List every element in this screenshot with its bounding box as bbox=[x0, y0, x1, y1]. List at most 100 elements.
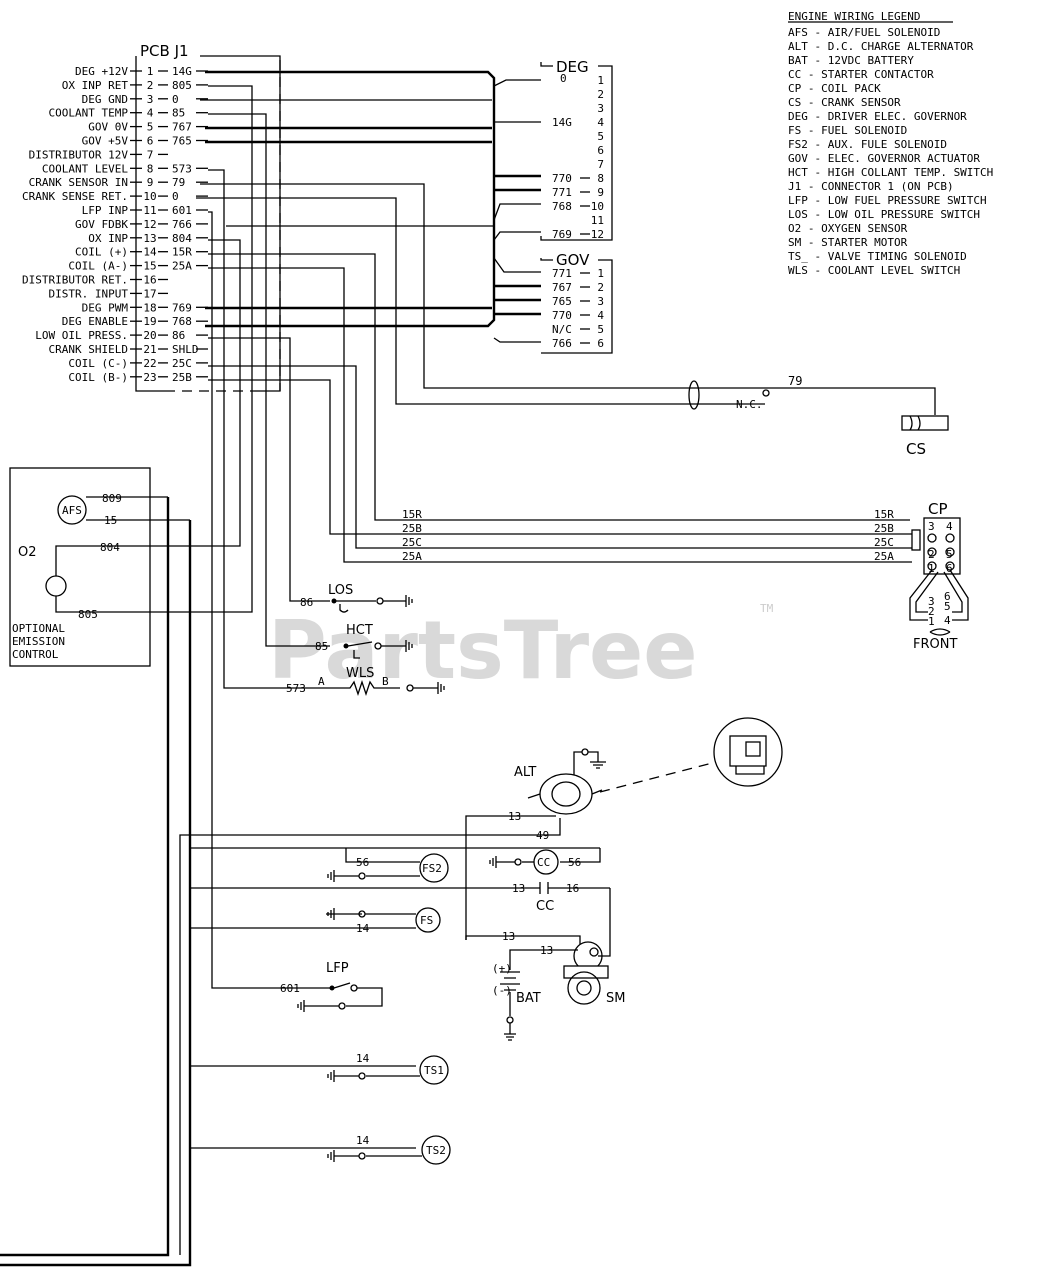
legend-item: FS - FUEL SOLENOID bbox=[788, 124, 907, 137]
pcb-pin-label: CRANK SHIELD bbox=[49, 343, 128, 356]
watermark-tm: TM bbox=[760, 602, 774, 615]
pcb-pin-number: 20 bbox=[143, 329, 156, 342]
pcb-pin-wire: 804 bbox=[172, 232, 192, 245]
svg-text:25A: 25A bbox=[874, 550, 894, 563]
pcb-pin-number: 2 bbox=[147, 79, 154, 92]
pcb-pin-wire: 765 bbox=[172, 135, 192, 148]
cs-wire-label: 79 bbox=[788, 374, 802, 388]
svg-text:13: 13 bbox=[502, 930, 515, 943]
deg-pin-number: 4 bbox=[597, 116, 604, 129]
pcb-pin-wire: 767 bbox=[172, 121, 192, 134]
deg-wire-label: 770 bbox=[552, 172, 572, 185]
los-label: LOS bbox=[328, 583, 353, 598]
battery-starter: 13 13 SM (+) (-) BAT bbox=[465, 930, 625, 1041]
wls-label: WLS bbox=[346, 666, 374, 681]
pcb-pin-wire: 805 bbox=[172, 79, 192, 92]
svg-text:(-): (-) bbox=[492, 984, 512, 997]
fuel-solenoid: FS 14 bbox=[326, 907, 441, 935]
svg-text:15R: 15R bbox=[402, 508, 422, 521]
timing-solenoids: 14 TS1 14 TS2 bbox=[327, 1052, 451, 1165]
legend-item: CC - STARTER CONTACTOR bbox=[788, 68, 934, 81]
deg-pin-number: 1 bbox=[597, 74, 604, 87]
pcb-pin-label: COOLANT TEMP bbox=[49, 107, 129, 120]
pcb-pin-label: COIL (A-) bbox=[68, 260, 128, 273]
deg-pin-number: 9 bbox=[597, 186, 604, 199]
pcb-pin-number: 14 bbox=[143, 246, 157, 259]
legend-item: SM - STARTER MOTOR bbox=[788, 236, 908, 249]
pcb-pin-wire: SHLD bbox=[172, 343, 199, 356]
pcb-pin-number: 23 bbox=[143, 371, 156, 384]
gov-wire-label: 770 bbox=[552, 309, 572, 322]
svg-text:B: B bbox=[382, 675, 389, 688]
svg-text:4: 4 bbox=[946, 520, 953, 533]
svg-text:14: 14 bbox=[356, 1052, 370, 1065]
svg-text:5: 5 bbox=[944, 600, 951, 613]
fs2-cc: 56 FS2 56 CC 13 16 CC bbox=[327, 848, 611, 957]
bat-label: BAT bbox=[516, 991, 541, 1006]
legend-item: ALT - D.C. CHARGE ALTERNATOR bbox=[788, 40, 974, 53]
pcb-pin-number: 7 bbox=[147, 148, 154, 161]
pcb-pin-number: 13 bbox=[143, 232, 156, 245]
optional-emission-control: AFS 809 15 O2 804 805 OPTIONAL EMISSION … bbox=[9, 85, 253, 667]
pcb-pin-label: LOW OIL PRESS. bbox=[35, 329, 128, 342]
legend: ENGINE WIRING LEGEND AFS - AIR/FUEL SOLE… bbox=[788, 10, 993, 277]
legend-item: HCT - HIGH COLLANT TEMP. SWITCH bbox=[788, 166, 993, 179]
gov-wire-label: 771 bbox=[552, 267, 572, 280]
deg-wire-label: 771 bbox=[552, 186, 572, 199]
svg-text:56: 56 bbox=[356, 856, 369, 869]
cp-label: CP bbox=[928, 500, 948, 518]
svg-text:25B: 25B bbox=[402, 522, 422, 535]
afs-label: AFS bbox=[62, 504, 82, 517]
pcb-pin-wire: 25B bbox=[172, 371, 192, 384]
pcb-pin-number: 1 bbox=[147, 65, 154, 78]
svg-text:6: 6 bbox=[944, 590, 951, 603]
pcb-pin-label: COIL (B-) bbox=[68, 371, 128, 384]
pcb-pin-number: 11 bbox=[143, 204, 156, 217]
legend-item: LFP - LOW FUEL PRESSURE SWITCH bbox=[788, 194, 987, 207]
pcb-pin-label: DEG ENABLE bbox=[62, 315, 128, 328]
legend-item: CS - CRANK SENSOR bbox=[788, 96, 901, 109]
pcb-pin-wire: 86 bbox=[172, 329, 185, 342]
pcb-pin-number: 19 bbox=[143, 315, 156, 328]
pcb-pin-label: OX INP RET bbox=[62, 79, 129, 92]
svg-text:13: 13 bbox=[540, 944, 553, 957]
legend-item: WLS - COOLANT LEVEL SWITCH bbox=[788, 264, 960, 277]
deg-pin-number: 6 bbox=[597, 144, 604, 157]
gov-pin-number: 2 bbox=[597, 281, 604, 294]
lfp-label: LFP bbox=[326, 961, 349, 976]
gov-pin-number: 5 bbox=[597, 323, 604, 336]
deg-pin-number: 12 bbox=[591, 228, 604, 241]
svg-text:13: 13 bbox=[512, 882, 525, 895]
fs-label: FS bbox=[420, 914, 433, 927]
pcb-pin-number: 22 bbox=[143, 357, 156, 370]
legend-item: AFS - AIR/FUEL SOLENOID bbox=[788, 26, 940, 39]
svg-text:2: 2 bbox=[928, 548, 935, 561]
svg-text:CONTROL: CONTROL bbox=[12, 648, 59, 661]
pcb-pin-label: GOV 0V bbox=[88, 121, 128, 134]
pcb-pin-label: DEG +12V bbox=[75, 65, 128, 78]
pcb-pin-number: 10 bbox=[143, 190, 156, 203]
svg-text:2: 2 bbox=[928, 605, 935, 618]
pcb-pin-label: LFP INP bbox=[82, 204, 129, 217]
watermark: PartsTree bbox=[268, 604, 698, 697]
gov-wire-label: N/C bbox=[552, 323, 572, 336]
legend-item: GOV - ELEC. GOVERNOR ACTUATOR bbox=[788, 152, 980, 165]
svg-text:5: 5 bbox=[946, 548, 953, 561]
pcb-pin-number: 4 bbox=[147, 107, 154, 120]
pcb-pin-number: 15 bbox=[143, 260, 156, 273]
deg-pin-number: 5 bbox=[597, 130, 604, 143]
crank-sensor-wiring: 79 N.C. CS bbox=[196, 183, 949, 458]
pcb-pin-wire: 14G bbox=[172, 65, 192, 78]
pcb-pin-number: 18 bbox=[143, 301, 156, 314]
svg-text:6: 6 bbox=[946, 562, 953, 575]
legend-item: J1 - CONNECTOR 1 (ON PCB) bbox=[788, 180, 954, 193]
svg-text:3: 3 bbox=[928, 520, 935, 533]
svg-text:601: 601 bbox=[280, 982, 300, 995]
pcb-pin-number: 16 bbox=[143, 274, 156, 287]
svg-text:3: 3 bbox=[928, 595, 935, 608]
legend-item: LOS - LOW OIL PRESSURE SWITCH bbox=[788, 208, 980, 221]
pcb-pin-label: OX INP bbox=[88, 232, 128, 245]
